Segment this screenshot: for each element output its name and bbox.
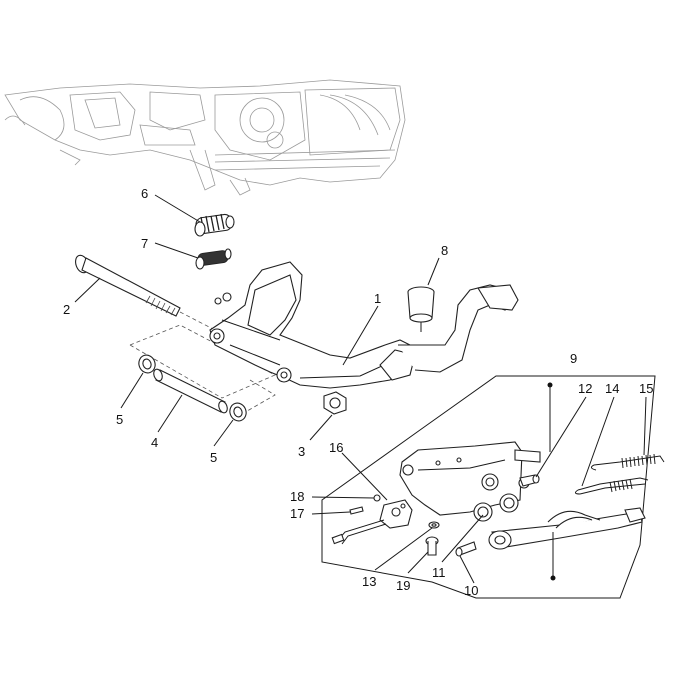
side-stand-bracket [399, 441, 541, 516]
callout-9: 9 [570, 351, 577, 366]
callout-13: 13 [362, 574, 376, 589]
rubber-pad-part-8 [407, 286, 435, 332]
washer-part-13 [428, 521, 440, 529]
bolt-part-12 [519, 474, 540, 487]
center-stand-part-1 [209, 261, 519, 389]
callout-4: 4 [151, 435, 158, 450]
spring-part-14 [574, 477, 649, 495]
callout-11: 11 [432, 565, 446, 580]
engine-outline [4, 79, 406, 196]
side-stand-leg [488, 507, 646, 578]
callout-8: 8 [441, 243, 448, 258]
leader-lines [74, 194, 647, 584]
callout-5-left: 5 [116, 412, 123, 427]
pin-part-10 [455, 541, 477, 557]
callout-15: 15 [639, 381, 653, 396]
switch-part-16 [331, 499, 413, 545]
callout-14: 14 [605, 381, 619, 396]
callout-7: 7 [141, 236, 148, 251]
pin-part-4 [153, 368, 228, 414]
callout-5-right: 5 [210, 450, 217, 465]
spring-part-7 [195, 248, 232, 270]
callout-6: 6 [141, 186, 148, 201]
screw-part-17 [349, 506, 364, 515]
marker-dot [550, 575, 556, 581]
callout-10: 10 [464, 583, 478, 598]
group-frame-part-9 [321, 375, 656, 599]
bushing [473, 493, 519, 522]
callout-16: 16 [329, 440, 343, 455]
callout-12: 12 [578, 381, 592, 396]
callout-3: 3 [298, 444, 305, 459]
nut-part-3 [323, 391, 347, 415]
callout-labels: 1 2 3 4 5 5 6 7 8 9 10 11 12 13 14 15 16… [63, 186, 653, 598]
bolt-part-19 [425, 536, 439, 556]
washer-part-5-right [229, 402, 247, 422]
callout-2: 2 [63, 302, 70, 317]
callout-17: 17 [290, 506, 304, 521]
screw-part-18 [373, 494, 381, 502]
spring-part-15 [590, 453, 665, 471]
callout-19: 19 [396, 578, 410, 593]
washer-part-5-left [138, 354, 156, 374]
bolt-part-2 [75, 254, 181, 317]
spring-part-6 [194, 213, 235, 237]
callout-18: 18 [290, 489, 304, 504]
callout-1: 1 [374, 291, 381, 306]
